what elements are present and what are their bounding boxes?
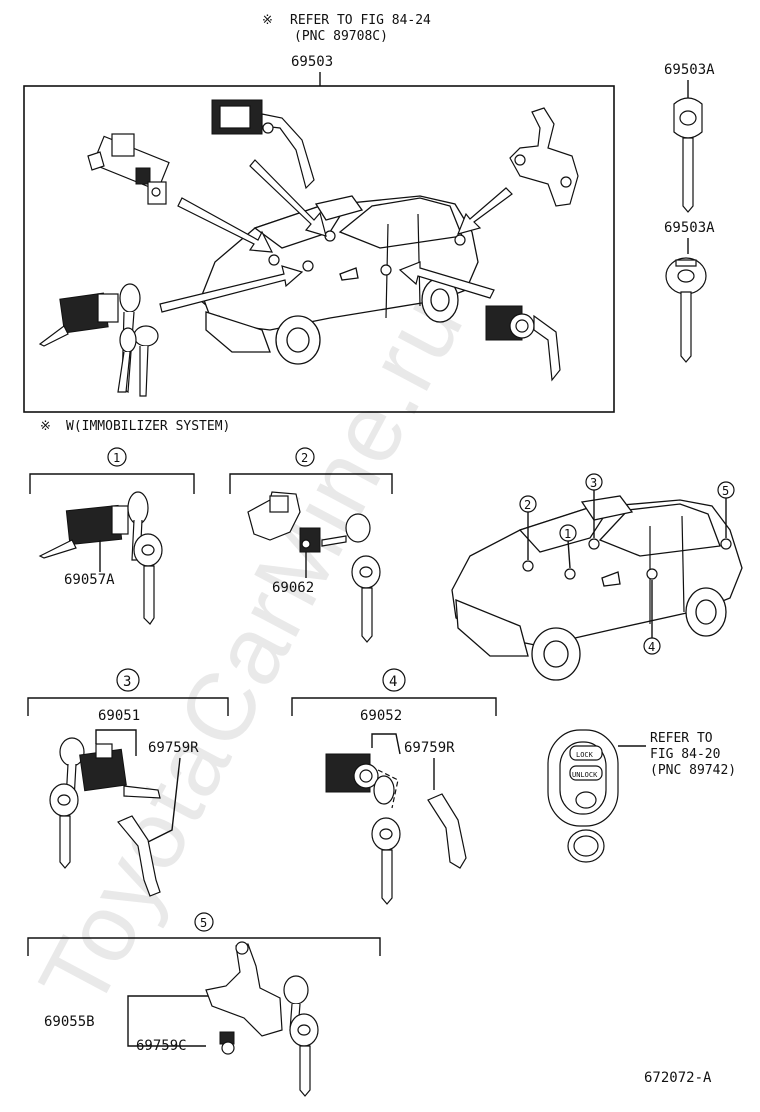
door-lock-cylinder-rear [87,133,170,205]
back-door-lock-group-5 [205,941,319,1097]
back-door-lock-cylinder [485,305,561,382]
group-4-part-no-1: 69052 [360,708,402,724]
figure-id: 672072-A [644,1070,712,1086]
watermark: ToyotaCarMine.ru [19,277,484,1024]
group-5-badge [194,912,214,932]
group-4-number: 4 [389,674,397,690]
key-1-part-no: 69503A [664,62,715,78]
group-5-part-no-2: 69759C [136,1038,187,1054]
main-set-part-no: 69503 [291,54,333,70]
door-lock-group-4 [325,753,467,905]
locator-marker-2: 2 [524,498,531,512]
group-3-part-no-2: 69759R [148,740,199,756]
main-set-frame [23,85,615,413]
refer-line-2: (PNC 89708C) [294,29,388,44]
transmitter-lock-button: LOCK [576,751,594,759]
ignition-cylinder-group-1 [38,491,163,625]
locator-car-illustration [451,495,743,681]
door-lock-group-3 [49,737,161,897]
note-mark: ※ [40,419,51,434]
master-key-2 [665,257,707,363]
group-5-number: 5 [200,916,207,930]
group-1-number: 1 [113,451,120,465]
door-lock-cylinder-front-left [211,99,315,190]
note-text: W(IMMOBILIZER SYSTEM) [66,419,230,434]
locator-markers: 1 2 3 4 5 [519,473,735,655]
ignition-cylinder-in-box [38,283,159,397]
transmitter-ref-line-2: FIG 84-20 [650,747,720,762]
group-3-number: 3 [123,674,131,690]
group-2-number: 2 [301,451,308,465]
group-3-badge [116,668,140,692]
transmitter-unlock-button: UNLOCK [572,771,598,779]
main-car-illustration [199,195,479,365]
group-4-part-no-2: 69759R [404,740,455,756]
locator-marker-5: 5 [722,484,729,498]
group-1-badge [107,447,127,467]
group-1-part-no: 69057A [64,572,115,588]
master-key-1 [673,97,703,213]
transmitter-ref-line-3: (PNC 89742) [650,763,736,778]
refer-mark: ※ [262,13,273,28]
group-2-badge [295,447,315,467]
group-4-badge [382,668,406,692]
group-3-part-no-1: 69051 [98,708,140,724]
group-2-part-no: 69062 [272,580,314,596]
group-5-part-no-1: 69055B [44,1014,95,1030]
pointer-arrows [159,159,513,313]
refer-line-1: REFER TO FIG 84-24 [290,13,431,28]
door-lock-group-2 [247,491,381,643]
key-2-part-no: 69503A [664,220,715,236]
locator-marker-1: 1 [564,527,571,541]
locator-marker-3: 3 [590,476,597,490]
transmitter-ref-line-1: REFER TO [650,731,713,746]
transmitter: LOCK UNLOCK [547,729,619,863]
locator-marker-4: 4 [648,640,655,654]
door-lock-cylinder-right [509,107,579,207]
